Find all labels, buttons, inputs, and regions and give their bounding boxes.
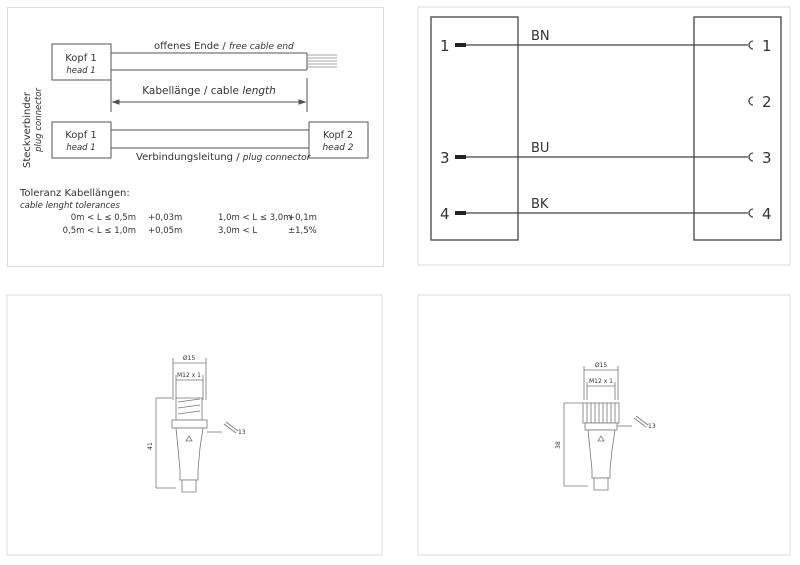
male-connector-drawing: [155, 358, 239, 493]
wiring-wires-0-left-pin: 1: [440, 37, 450, 55]
cable-diagram-head2-de: Kopf 2: [323, 130, 353, 141]
cable-diagram-head1-en: head 1: [66, 143, 95, 153]
male-connector-length: 41: [147, 442, 154, 450]
female-connector-wrench: 13: [648, 423, 656, 430]
head2-box: [308, 121, 369, 159]
cable-diagram-side-en: plug connector: [34, 88, 44, 153]
wiring-wires-1-color: BU: [531, 141, 549, 156]
cable-diagram-head1-de: Kopf 1: [65, 130, 97, 141]
length-dimension: [110, 78, 308, 112]
male-connector-panel: [6, 294, 383, 556]
male-connector-thread: M12 x 1: [177, 372, 201, 379]
cable-diagram-tolerances-1-value: +0,05m: [148, 226, 182, 236]
head1-box-top: [51, 43, 112, 81]
male-connector-diameter: Ø15: [183, 355, 196, 362]
wiring-wires-1-right-pin: 3: [762, 149, 772, 167]
tolerance-title: Toleranz Kabellängen:: [19, 188, 130, 199]
cable-diagram-head2-en: head 2: [322, 143, 353, 153]
cable-diagram-tolerances-2-range: 1,0m < L ≤ 3,0m: [218, 213, 291, 223]
cable-diagram-length-en: length: [242, 85, 275, 97]
wiring-wires-2-color: BK: [531, 197, 549, 212]
cable-diagram-length-de: Kabellänge / cable: [142, 85, 239, 97]
cable-diagram-side-de: Steckverbinder: [22, 91, 33, 168]
cable-diagram-head1-en: head 1: [66, 66, 95, 76]
right-connector-box: [693, 16, 782, 241]
cable-diagram-tolerances-0-range: 0m < L ≤ 0,5m: [71, 213, 136, 223]
cable-diagram-connector-de: Verbindungsleitung /: [136, 152, 240, 163]
cable-diagram-connector-en: plug connector: [242, 153, 312, 163]
svg-text:Kabellänge / cable length: Kabellänge / cable length: [142, 85, 276, 97]
pin-contacts: [455, 43, 466, 215]
svg-text:offenes Ende / free cable end: offenes Ende / free cable end: [154, 41, 294, 52]
cable-diagram-tolerance-subtitle: cable lenght tolerances: [20, 201, 120, 211]
female-connector-diameter: Ø15: [595, 362, 608, 369]
wiring-panel: [417, 6, 791, 266]
cable-diagram-tolerances-2-value: +0,1m: [288, 213, 317, 223]
cable-diagram-tolerances-3-range: 3,0m < L: [218, 226, 257, 236]
female-connector-length: 38: [555, 441, 562, 449]
wiring-wires-1-left-pin: 3: [440, 149, 450, 167]
head1-box-bottom: [51, 121, 112, 159]
left-connector-box: [430, 16, 519, 241]
cable-diagram-tolerances-0-value: +0,03m: [148, 213, 182, 223]
cable-diagram-tolerances-1-range: 0,5m < L ≤ 1,0m: [63, 226, 136, 236]
female-connector-drawing: [563, 366, 649, 491]
cable-diagram-free-end-en: free cable end: [229, 42, 294, 52]
wiring-wires-0-right-pin: 1: [762, 37, 772, 55]
socket-contacts: [748, 40, 754, 218]
wiring-wires-2-right-pin: 4: [762, 205, 772, 223]
wiring-wires-2-left-pin: 4: [440, 205, 450, 223]
cable-diagram-head1-de: Kopf 1: [65, 53, 97, 64]
free-wire-ends: [307, 54, 337, 68]
female-connector-panel: [417, 294, 791, 556]
svg-text:Verbindungsleitung / plug conn: Verbindungsleitung / plug connector: [136, 152, 312, 163]
cable-diagram-tolerances-3-value: ±1,5%: [288, 226, 317, 236]
wiring-unused-pin: 2: [762, 93, 772, 111]
cable-diagram-free-end-de: offenes Ende /: [154, 41, 226, 52]
wiring-wires-0-color: BN: [531, 29, 550, 44]
male-connector-wrench: 13: [238, 429, 246, 436]
female-connector-thread: M12 x 1: [589, 378, 613, 385]
